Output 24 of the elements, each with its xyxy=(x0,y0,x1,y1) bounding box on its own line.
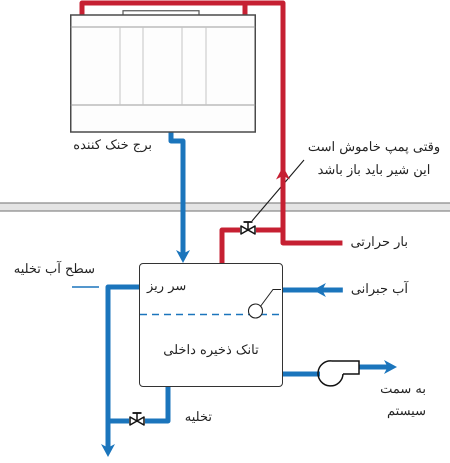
leader-line xyxy=(252,160,304,222)
pipe xyxy=(283,372,320,376)
pipe-label: آب جبرانی xyxy=(350,282,408,298)
overflow-label: سر ریز xyxy=(147,279,186,295)
tank-label: تانک ذخیره داخلی xyxy=(163,343,259,359)
pipe-label: به سمت سیستم xyxy=(372,379,426,423)
pump-icon xyxy=(319,359,360,388)
pipe xyxy=(283,283,343,297)
pipe xyxy=(220,228,240,263)
tower-label: برج خنک کننده xyxy=(73,138,152,154)
drain-label: تخلیه xyxy=(184,410,212,426)
storage-tank xyxy=(139,263,283,387)
pipe-label: بار حرارتی xyxy=(350,235,408,251)
pipe xyxy=(358,360,397,374)
note-text: وقتی پمپ خاموش است این شیر باید باز باشد xyxy=(304,136,444,182)
pipe xyxy=(168,132,190,263)
pipe xyxy=(145,387,170,424)
pipe xyxy=(256,228,283,232)
pipe xyxy=(101,421,115,457)
level-label: سطح آب تخلیه xyxy=(14,262,95,278)
valve-icon xyxy=(240,221,256,235)
pipe xyxy=(108,418,129,424)
valve-icon xyxy=(129,412,145,426)
pipe xyxy=(106,284,139,421)
